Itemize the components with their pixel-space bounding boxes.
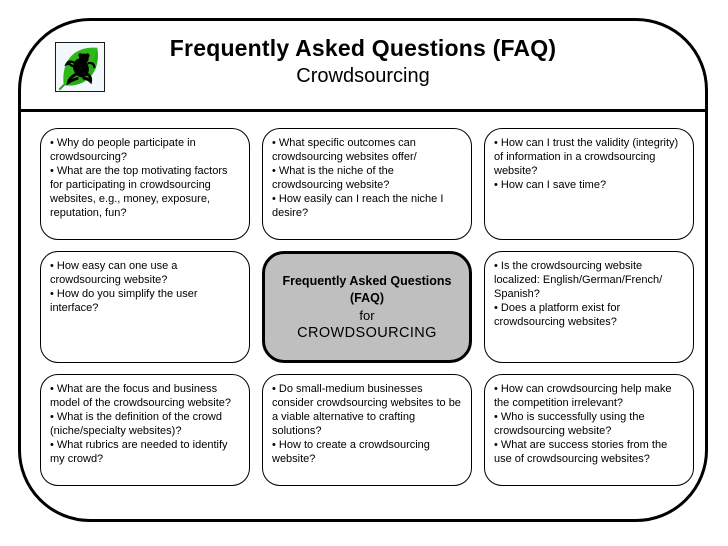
frog-icon <box>64 53 96 86</box>
question-bullet: • What are success stories from the use … <box>494 439 671 465</box>
question-box-top-center: • What specific outcomes can crowdsourci… <box>262 128 472 240</box>
question-bullet: • What specific outcomes can crowdsourci… <box>272 137 419 163</box>
center-box: Frequently Asked Questions (FAQ) for CRO… <box>262 251 472 363</box>
slide-header: Frequently Asked Questions (FAQ) Crowdso… <box>21 21 705 112</box>
question-box-bottom-center: • Do small-medium businesses consider cr… <box>262 374 472 486</box>
question-bullet: • Do small-medium businesses consider cr… <box>272 383 464 437</box>
question-box-bottom-left: • What are the focus and business model … <box>40 374 250 486</box>
question-bullet: • How do you simplify the user interface… <box>50 288 201 314</box>
logo <box>55 42 105 92</box>
question-bullet: • How easily can I reach the niche I des… <box>272 193 447 219</box>
question-box-mid-right: • Is the crowdsourcing website localized… <box>484 251 694 363</box>
center-box-connector: for <box>359 307 375 323</box>
question-bullet: • Why do people participate in crowdsour… <box>50 137 199 163</box>
question-bullet: • What is the niche of the crowdsourcing… <box>272 165 397 191</box>
slide-title: Frequently Asked Questions (FAQ) <box>169 35 557 61</box>
question-bullet: • Is the crowdsourcing website localized… <box>494 260 666 300</box>
slide-frame: Frequently Asked Questions (FAQ) Crowdso… <box>18 18 708 522</box>
question-box-mid-left: • How easy can one use a crowdsourcing w… <box>40 251 250 363</box>
question-box-top-left: • Why do people participate in crowdsour… <box>40 128 250 240</box>
center-box-subject: CROWDSOURCING <box>297 324 437 341</box>
question-bullet: • How easy can one use a crowdsourcing w… <box>50 260 181 286</box>
question-bullet: • Does a platform exist for crowdsourcin… <box>494 302 624 328</box>
slide-subtitle: Crowdsourcing <box>296 65 430 87</box>
question-bullet: • What are the top motivating factors fo… <box>50 165 231 219</box>
question-box-bottom-right: • How can crowdsourcing help make the co… <box>484 374 694 486</box>
question-bullet: • Who is successfully using the crowdsou… <box>494 411 648 437</box>
faq-grid: • Why do people participate in crowdsour… <box>40 128 694 486</box>
question-bullet: • What is the definition of the crowd (n… <box>50 411 226 437</box>
frog-on-leaf-icon <box>58 47 98 91</box>
question-bullet: • How to create a crowdsourcing website? <box>272 439 433 465</box>
center-box-title: Frequently Asked Questions (FAQ) <box>282 273 452 305</box>
question-bullet: • How can crowdsourcing help make the co… <box>494 383 675 409</box>
question-box-top-right: • How can I trust the validity (integrit… <box>484 128 694 240</box>
question-bullet: • What rubrics are needed to identify my… <box>50 439 231 465</box>
question-bullet: • What are the focus and business model … <box>50 383 231 409</box>
question-bullet: • How can I save time? <box>494 179 607 191</box>
question-bullet: • How can I trust the validity (integrit… <box>494 137 682 177</box>
